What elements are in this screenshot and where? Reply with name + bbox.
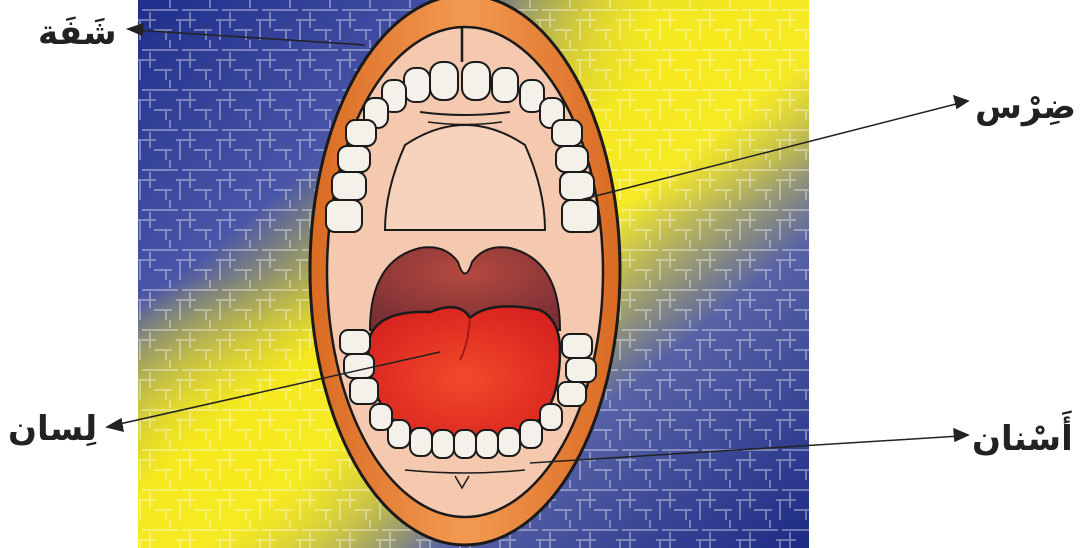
label-tongue: لِسان — [8, 409, 97, 449]
label-lip: شَفَة — [38, 13, 117, 53]
mouth — [310, 0, 620, 545]
tongue — [368, 306, 560, 437]
arrow-head-lip — [128, 24, 143, 35]
arrow-head-tongue — [107, 419, 123, 431]
label-teeth: أَسْنان — [972, 410, 1073, 459]
arrow-head-molar — [954, 96, 968, 108]
arrow-head-teeth — [954, 429, 968, 441]
label-molar: ضِرْس — [975, 87, 1076, 127]
